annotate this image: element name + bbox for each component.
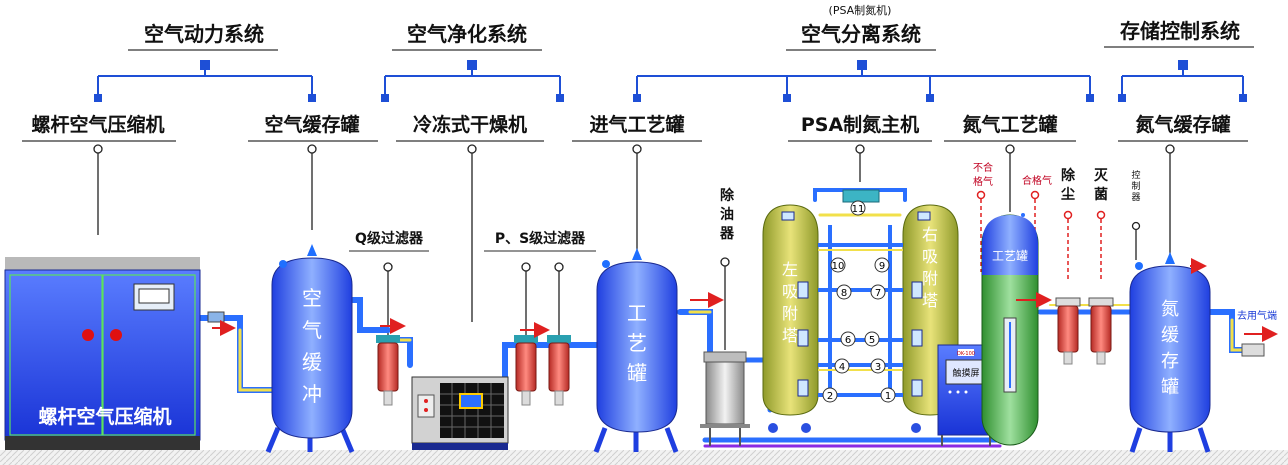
- valve-badge-9: 9: [874, 257, 890, 273]
- svg-text:5: 5: [869, 335, 875, 346]
- air-buffer-text: 空气缓冲: [302, 286, 322, 406]
- floor: [0, 450, 1288, 465]
- equipment-title-n2-buffer-tank: 氮气缓存罐: [1135, 113, 1230, 136]
- oil-remover-char-3: 器: [719, 226, 735, 242]
- equipment-title-air-tank: 空气缓存罐: [264, 113, 359, 136]
- svg-text:2: 2: [827, 391, 833, 402]
- svg-text:9: 9: [879, 261, 885, 272]
- psa-nitrogen-generator[interactable]: 左吸附塔 右吸附塔: [762, 189, 959, 433]
- svg-text:11: 11: [852, 204, 865, 215]
- oil-remover[interactable]: [700, 351, 750, 446]
- compressor-button-right[interactable]: [110, 329, 122, 341]
- label-oil-remover: 除油器: [719, 187, 735, 242]
- compressor-body-text: 螺杆空气压缩机: [38, 405, 171, 428]
- left-tower-text: 左吸附塔: [782, 260, 798, 345]
- valve-badge-11: 11: [850, 200, 866, 216]
- equipment-title-n2-process-tank: 氮气工艺罐: [962, 113, 1057, 136]
- oil-remover-char-1: 除: [720, 187, 735, 204]
- valve-badge-4: 4: [834, 358, 850, 374]
- label-controller: 控制器: [1131, 169, 1140, 203]
- valve-badge-1: 1: [880, 387, 896, 403]
- right-tower-text: 右吸附塔: [922, 225, 938, 310]
- valve-badge-2: 2: [822, 387, 838, 403]
- svg-text:6: 6: [845, 335, 851, 346]
- compressor-roof: [5, 257, 200, 270]
- gas-outlet-valve[interactable]: [1241, 326, 1278, 357]
- refrigerated-dryer[interactable]: [411, 376, 509, 450]
- equipment-title-psa-main: PSA制氮主机: [801, 113, 919, 136]
- valve-badge-7: 7: [870, 284, 886, 300]
- svg-text:8: 8: [841, 288, 847, 299]
- n2-buffer-text: 氮缓存罐: [1161, 299, 1179, 398]
- hierarchy-nodes: [94, 60, 1247, 102]
- compressor-outlet-valve[interactable]: [207, 311, 236, 336]
- label-dust-removal: 除尘: [1061, 167, 1076, 203]
- svg-text:4: 4: [839, 362, 845, 373]
- air-buffer-shell: [271, 257, 353, 439]
- process-tank-text: 工艺罐: [627, 301, 647, 385]
- hierarchy-lines: [97, 66, 1244, 98]
- equipment-title-dryer: 冷冻式干燥机: [413, 113, 527, 136]
- nitrogen-buffer-tank[interactable]: 氮缓存罐: [1129, 252, 1211, 453]
- equipment-title-compressor: 螺杆空气压缩机: [31, 113, 164, 136]
- dust-sterilize-filters[interactable]: [1055, 297, 1114, 365]
- nitrogen-process-tank[interactable]: 工艺罐: [981, 213, 1052, 446]
- valve-badge-5: 5: [864, 331, 880, 347]
- screw-compressor[interactable]: 螺杆空气压缩机: [4, 257, 201, 450]
- valve-badges: 1 2 3 4 5 6 7 8 9 10 11 12 13: [822, 200, 1034, 403]
- label-sterilize: 灭菌: [1093, 168, 1109, 203]
- touchscreen-label: 触摸屏: [952, 367, 979, 379]
- system-title-purify: 空气净化系统: [407, 22, 527, 46]
- valve-badge-8: 8: [836, 284, 852, 300]
- label-q-filter: Q级过滤器: [355, 230, 424, 247]
- oil-remover-char-2: 油: [720, 206, 734, 223]
- valve-badge-3: 3: [870, 358, 886, 374]
- svg-text:1: 1: [885, 391, 891, 402]
- label-qualified-gas: 合格气: [1022, 174, 1052, 187]
- compressor-button-left[interactable]: [82, 329, 94, 341]
- inlet-process-tank[interactable]: 工艺罐: [593, 248, 724, 453]
- n2-process-tank-text: 工艺罐: [992, 249, 1028, 263]
- q-filter[interactable]: [376, 318, 406, 406]
- svg-text:3: 3: [875, 362, 881, 373]
- system-note-psa: (PSA制氮机): [829, 3, 892, 17]
- svg-text:10: 10: [832, 261, 845, 272]
- system-title-power: 空气动力系统: [144, 22, 264, 46]
- pointer-pins: [93, 144, 1175, 350]
- svg-text:7: 7: [875, 288, 881, 299]
- valve-badge-6: 6: [840, 331, 856, 347]
- system-title-storage: 存储控制系统: [1120, 19, 1240, 43]
- valve-badge-10: 10: [830, 257, 846, 273]
- system-title-separate: 空气分离系统: [801, 22, 921, 46]
- system-title-underlines: [128, 46, 1254, 51]
- equipment-title-inlet-tank: 进气工艺罐: [589, 113, 684, 136]
- label-to-user: 去用气端: [1237, 309, 1277, 322]
- label-unqualified-gas: 不合格气: [973, 161, 993, 188]
- air-buffer-tank[interactable]: 空气缓冲: [265, 244, 355, 453]
- panel-tag: DK-100: [957, 351, 975, 357]
- p-s-filters[interactable]: [514, 322, 571, 406]
- label-ps-filter: P、S级过滤器: [495, 230, 586, 247]
